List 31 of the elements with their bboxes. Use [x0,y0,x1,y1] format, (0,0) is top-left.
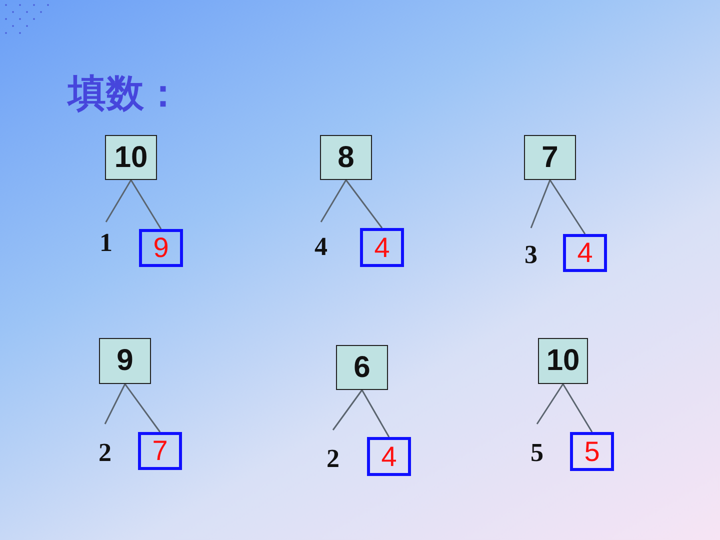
number-text: 2 [323,430,343,474]
number-box: 8 [320,135,372,180]
number-text: 5 [527,424,547,468]
number-box: 9 [99,338,151,384]
title: 填数： [68,74,182,112]
connector-line [124,384,161,432]
answer-box: 7 [138,432,182,470]
number-box: 6 [336,345,388,390]
number-text: 1 [96,222,116,258]
number-box: 10 [105,135,157,180]
connector-line [332,390,363,430]
connector-line [320,180,347,222]
connector-line [104,384,126,424]
connector-line [536,384,564,424]
number-text: 3 [521,228,541,270]
number-text: 2 [95,424,115,468]
answer-box: 4 [563,234,607,272]
number-text: 4 [311,222,331,262]
connector-line [130,180,162,230]
connector-line [549,180,586,234]
connector-line [361,390,390,438]
number-box: 7 [524,135,576,180]
number-box: 10 [538,338,588,384]
connector-line [345,180,383,228]
answer-box: 9 [139,229,183,267]
answer-box: 4 [360,228,404,267]
connector-line [562,384,593,432]
answer-box: 5 [570,432,614,471]
connector-line [105,180,132,222]
connector-line [530,180,551,228]
answer-box: 4 [367,437,411,476]
